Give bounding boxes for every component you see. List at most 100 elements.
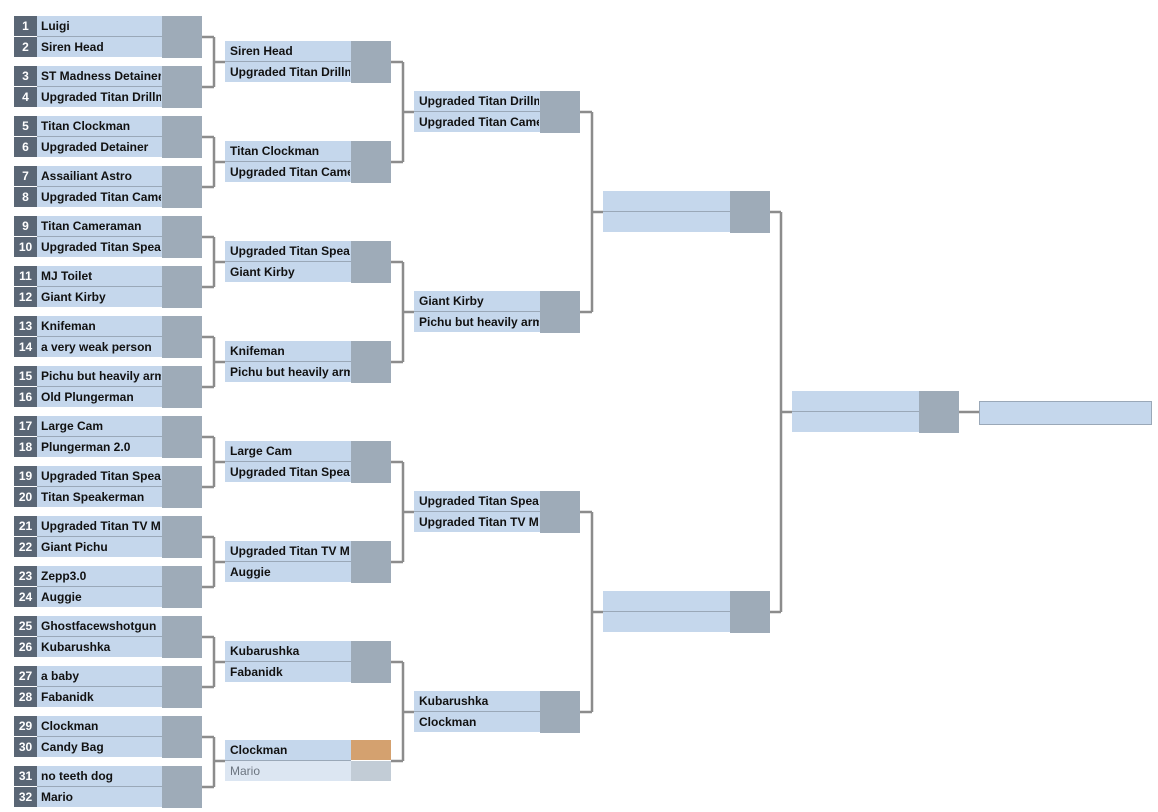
team-slot[interactable]: Upgraded Titan Speakerman <box>414 491 540 511</box>
team-name: Upgraded Titan Drillman <box>41 90 161 104</box>
team-name: MJ Toilet <box>41 269 93 283</box>
seed-number: 29 <box>14 716 37 736</box>
score-box <box>162 216 202 258</box>
team-slot[interactable]: 27 a baby <box>14 666 162 686</box>
team-slot[interactable]: Upgraded Titan Drillman <box>225 62 351 82</box>
match-divider <box>37 636 162 637</box>
team-slot[interactable]: Clockman <box>225 740 351 760</box>
team-name: Knifeman <box>230 344 285 358</box>
team-slot[interactable] <box>603 191 730 211</box>
team-slot[interactable] <box>792 391 919 411</box>
team-slot[interactable]: Knifeman <box>225 341 351 361</box>
team-name: Siren Head <box>41 40 104 54</box>
score-box <box>351 441 391 483</box>
team-slot[interactable]: Titan Clockman <box>225 141 351 161</box>
score-box <box>540 491 580 533</box>
team-slot[interactable] <box>603 591 730 611</box>
champion-name <box>985 404 1145 424</box>
score-box <box>351 761 391 781</box>
seed-number: 24 <box>14 587 37 607</box>
team-slot[interactable] <box>603 212 730 232</box>
match-r4-m2 <box>603 591 770 633</box>
team-slot[interactable]: Giant Kirby <box>225 262 351 282</box>
team-slot[interactable]: Upgraded Titan Speakerman <box>225 241 351 261</box>
team-slot[interactable]: Upgraded Titan Drillman <box>414 91 540 111</box>
champion-slot[interactable] <box>979 401 1152 425</box>
team-slot[interactable]: Upgraded Titan Cameraman <box>414 112 540 132</box>
team-slot[interactable] <box>792 412 919 432</box>
team-slot[interactable]: Siren Head <box>225 41 351 61</box>
team-name <box>608 191 729 211</box>
seed-number: 15 <box>14 366 37 386</box>
match-divider <box>37 436 162 437</box>
score-box <box>351 41 391 83</box>
team-name: a baby <box>41 669 80 683</box>
team-slot[interactable]: Upgraded Titan Speakerman <box>225 462 351 482</box>
match-divider <box>37 386 162 387</box>
team-name: Upgraded Titan Speakerman <box>230 465 350 479</box>
seed-number: 27 <box>14 666 37 686</box>
team-name: Old Plungerman <box>41 390 134 404</box>
team-name: Kubarushka <box>41 640 111 654</box>
team-slot[interactable]: Kubarushka <box>225 641 351 661</box>
score-box <box>162 116 202 158</box>
team-slot[interactable]: Giant Kirby <box>414 291 540 311</box>
match-divider <box>414 711 540 712</box>
team-slot[interactable]: Pichu but heavily armed <box>414 312 540 332</box>
team-slot[interactable]: Fabanidk <box>225 662 351 682</box>
team-slot[interactable]: Kubarushka <box>414 691 540 711</box>
team-slot[interactable]: Upgraded Titan TV Man <box>414 512 540 532</box>
team-slot[interactable]: Large Cam <box>225 441 351 461</box>
team-slot[interactable]: Clockman <box>414 712 540 732</box>
team-slot[interactable]: Upgraded Titan TV Man <box>225 541 351 561</box>
match-divider <box>37 236 162 237</box>
score-box <box>162 716 202 758</box>
team-slot[interactable]: Mario <box>225 761 351 781</box>
team-slot[interactable]: Upgraded Titan Cameraman <box>225 162 351 182</box>
team-slot[interactable]: Auggie <box>225 562 351 582</box>
team-name: Zepp3.0 <box>41 569 87 583</box>
team-slot[interactable]: Pichu but heavily armed <box>225 362 351 382</box>
seed-number: 20 <box>14 487 37 507</box>
team-slot[interactable] <box>603 612 730 632</box>
team-name: Fabanidk <box>41 690 94 704</box>
match-divider <box>37 486 162 487</box>
team-name: ST Madness Detainer <box>41 69 161 83</box>
